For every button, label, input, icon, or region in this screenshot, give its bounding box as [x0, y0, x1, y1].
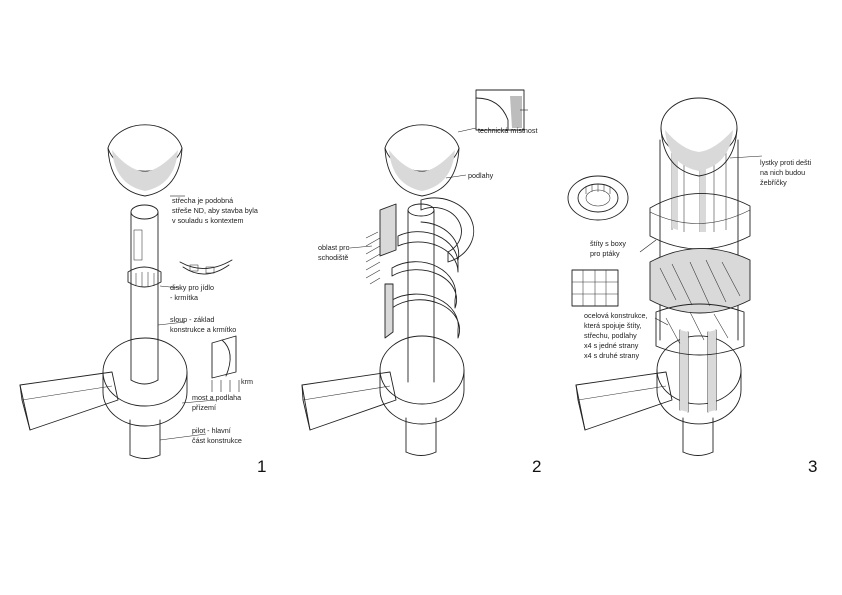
panel-3-number: 3 — [808, 457, 817, 476]
roof-bowl — [384, 124, 460, 197]
main-pillar — [127, 204, 162, 385]
spiral-floors — [379, 197, 475, 383]
roof-bowl — [107, 124, 183, 197]
panel-1-drawing — [19, 124, 240, 459]
bridge-deck — [301, 371, 397, 431]
feeder-detail-sketch — [179, 259, 233, 275]
bridge-deck — [575, 371, 673, 431]
label-pile: pilot - hlavní část konstrukce — [192, 426, 242, 445]
tech-room-sketch — [475, 89, 528, 131]
bridge-deck — [19, 371, 119, 431]
label-steel-frame-line-1: ocelová konstrukce, — [584, 311, 648, 320]
label-steel-frame-line-2: která spojuje štíty, — [584, 321, 641, 330]
label-bridge-floor-line-2: přízemí — [192, 403, 216, 412]
label-steel-frame-line-4: x4 s jedné strany — [584, 341, 639, 350]
label-rain-slats-line-3: žebříčky — [760, 178, 787, 187]
label-food-discs-line-1: disky pro jídlo — [170, 283, 214, 292]
panel-2-number: 2 — [532, 457, 541, 476]
panel-3-drawing — [567, 97, 763, 456]
label-stair-area-line-1: oblast pro — [318, 243, 350, 252]
label-shields-boxes-line-2: pro ptáky — [590, 249, 620, 258]
label-stair-area: oblast pro schodiště — [318, 243, 352, 262]
roof-section-sketch — [211, 335, 240, 392]
label-rain-slats-line-1: lystky proti dešti — [760, 158, 812, 167]
label-pillar-base-line-1: sloup - základ — [170, 315, 214, 324]
shield-band-3 — [655, 303, 745, 356]
shield-band-1 — [649, 193, 751, 250]
ground-floor-disk — [379, 335, 465, 425]
label-bridge-floor: most a podlaha přízemí — [192, 393, 243, 412]
pile — [682, 417, 714, 456]
label-stair-area-line-2: schodiště — [318, 253, 348, 262]
panel-1-number: 1 — [257, 457, 266, 476]
label-floors: podlahy — [468, 171, 494, 180]
label-roof-line-1: střecha je podobná — [172, 196, 233, 205]
label-tech-room: technická místnost — [478, 126, 538, 135]
panel-2-drawing — [301, 89, 528, 456]
label-pile-line-1: pilot - hlavní — [192, 426, 231, 435]
shield-band-2 — [649, 248, 751, 314]
steel-columns — [679, 329, 717, 413]
label-shields-boxes-line-1: štíty s boxy — [590, 239, 626, 248]
label-rain-slats: lystky proti dešti na nich budou žebříčk… — [760, 158, 813, 187]
label-feeder-mini: krm — [241, 377, 253, 386]
pile — [405, 417, 437, 456]
label-steel-frame: ocelová konstrukce, která spojuje štíty,… — [584, 311, 650, 360]
label-rain-slats-line-2: na nich budou — [760, 168, 805, 177]
ground-floor-disk — [102, 337, 188, 427]
ground-floor-disk — [656, 335, 742, 425]
label-steel-frame-line-5: x4 s druhé strany — [584, 351, 640, 360]
roof-bowl — [660, 97, 738, 177]
label-pillar-base-line-2: konstrukce a krmítko — [170, 325, 236, 334]
label-shields-boxes: štíty s boxy pro ptáky — [590, 239, 628, 258]
pile — [129, 419, 161, 459]
label-pile-line-2: část konstrukce — [192, 436, 242, 445]
label-steel-frame-line-3: střechu, podlahy — [584, 331, 637, 340]
stair-hatching — [365, 231, 381, 285]
grid-sketch — [571, 269, 619, 307]
label-pillar-base: sloup - základ konstrukce a krmítko — [170, 315, 236, 334]
label-roof: střecha je podobná střeše ND, aby stavba… — [172, 196, 260, 225]
label-food-discs-line-2: - krmítka — [170, 293, 198, 302]
bird-box-sketch — [567, 175, 629, 221]
label-roof-line-2: střeše ND, aby stavba byla — [172, 206, 258, 215]
label-food-discs: disky pro jídlo - krmítka — [170, 283, 216, 302]
label-bridge-floor-line-1: most a podlaha — [192, 393, 241, 402]
label-roof-line-3: v souladu s kontextem — [172, 216, 244, 225]
